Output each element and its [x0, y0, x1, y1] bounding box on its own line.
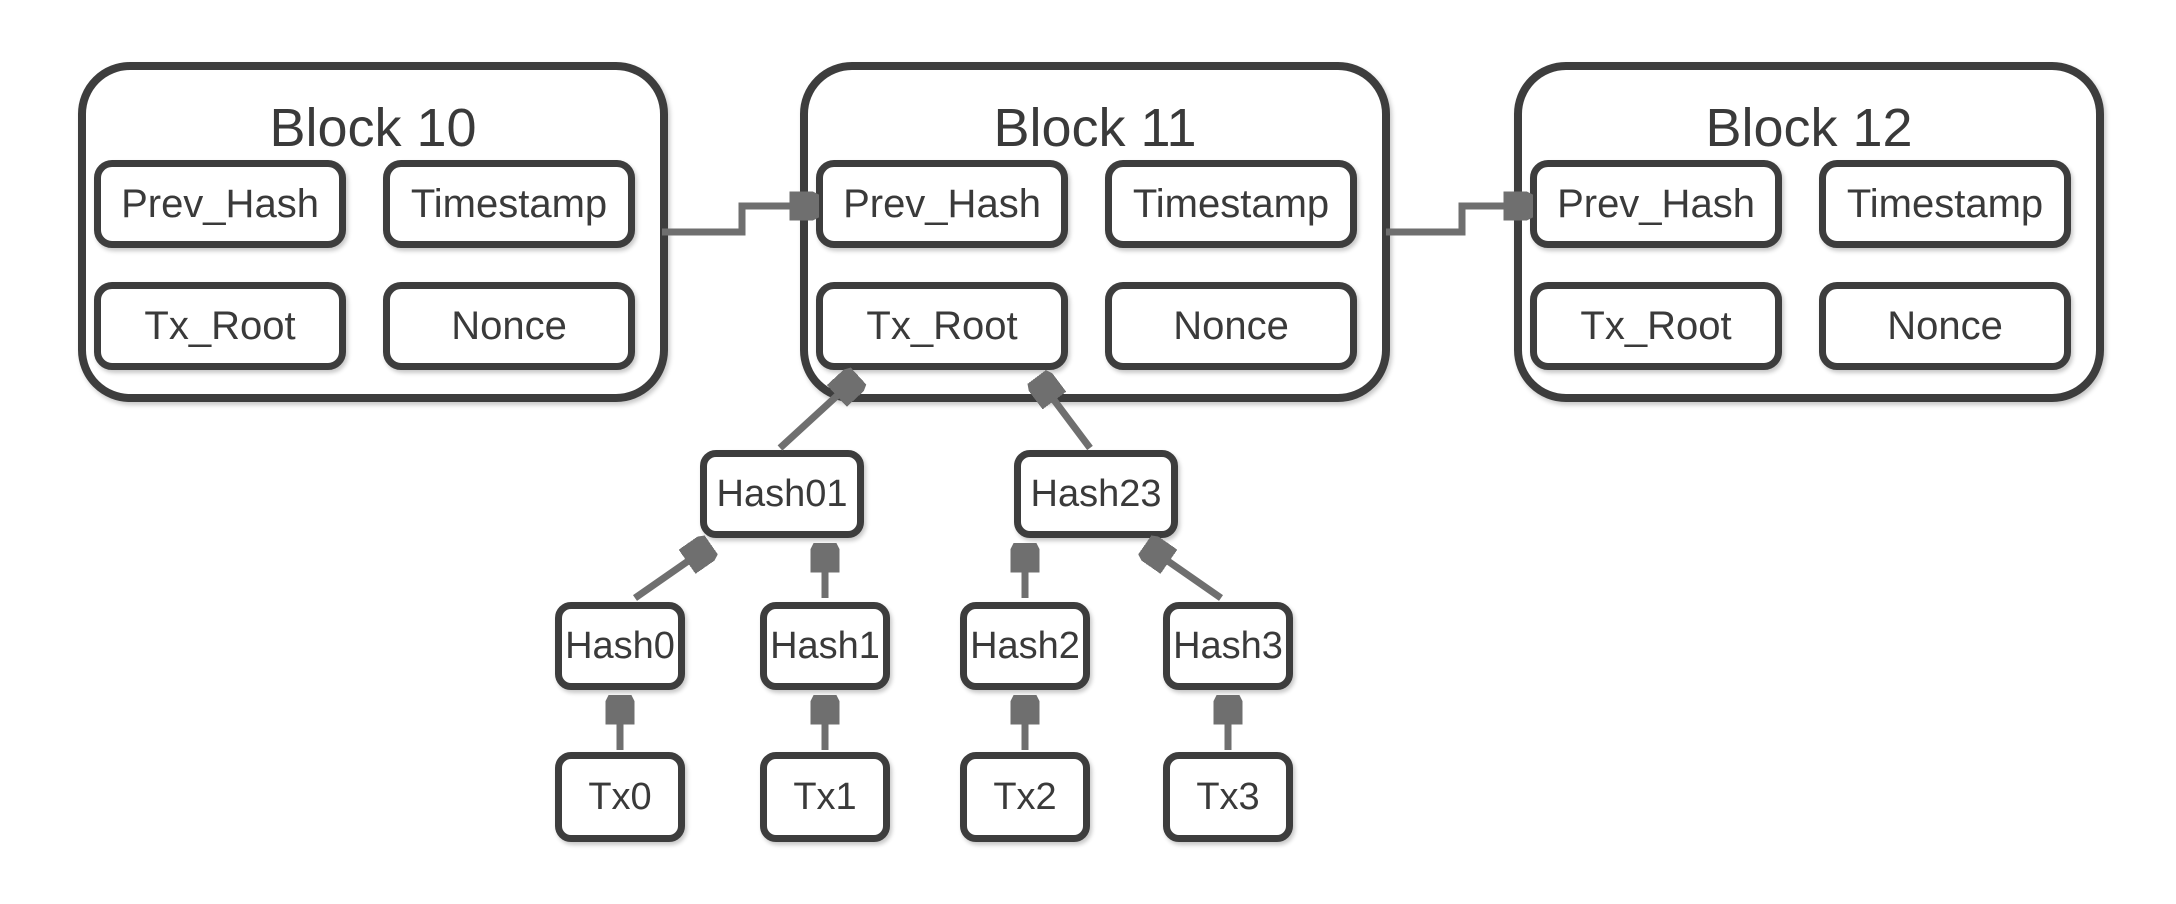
block-11: Block 11 Prev_Hash Timestamp Tx_Root Non… — [800, 62, 1390, 402]
merkle-node-hash0: Hash0 — [555, 602, 685, 690]
block-12-title: Block 12 — [1705, 98, 1913, 158]
merkle-node-hash23: Hash23 — [1014, 450, 1178, 538]
block-11-title: Block 11 — [993, 98, 1197, 158]
block-10-nonce: Nonce — [383, 282, 635, 370]
block-12-prev-hash: Prev_Hash — [1530, 160, 1782, 248]
merkle-node-hash2: Hash2 — [960, 602, 1090, 690]
block-12-timestamp: Timestamp — [1819, 160, 2071, 248]
block-11-timestamp: Timestamp — [1105, 160, 1357, 248]
merkle-node-hash1: Hash1 — [760, 602, 890, 690]
block-10-timestamp: Timestamp — [383, 160, 635, 248]
merkle-node-tx1: Tx1 — [760, 752, 890, 842]
arrow-block10-to-block11-prevhash — [662, 206, 810, 236]
block-12-tx-root: Tx_Root — [1530, 282, 1782, 370]
arrow-block11-to-block12-prevhash — [1386, 206, 1524, 236]
block-10: Block 10 Prev_Hash Timestamp Tx_Root Non… — [78, 62, 668, 402]
block-10-title: Block 10 — [269, 98, 477, 158]
merkle-node-tx2: Tx2 — [960, 752, 1090, 842]
block-11-nonce: Nonce — [1105, 282, 1357, 370]
block-11-prev-hash: Prev_Hash — [816, 160, 1068, 248]
block-12: Block 12 Prev_Hash Timestamp Tx_Root Non… — [1514, 62, 2104, 402]
block-10-tx-root: Tx_Root — [94, 282, 346, 370]
block-11-tx-root: Tx_Root — [816, 282, 1068, 370]
arrow-hash0-to-hash01 — [633, 550, 704, 601]
merkle-node-hash01: Hash01 — [700, 450, 864, 538]
block-10-prev-hash: Prev_Hash — [94, 160, 346, 248]
merkle-node-tx3: Tx3 — [1163, 752, 1293, 842]
arrow-hash3-to-hash23 — [1152, 550, 1223, 601]
merkle-node-hash3: Hash3 — [1163, 602, 1293, 690]
block-12-nonce: Nonce — [1819, 282, 2071, 370]
merkle-node-tx0: Tx0 — [555, 752, 685, 842]
